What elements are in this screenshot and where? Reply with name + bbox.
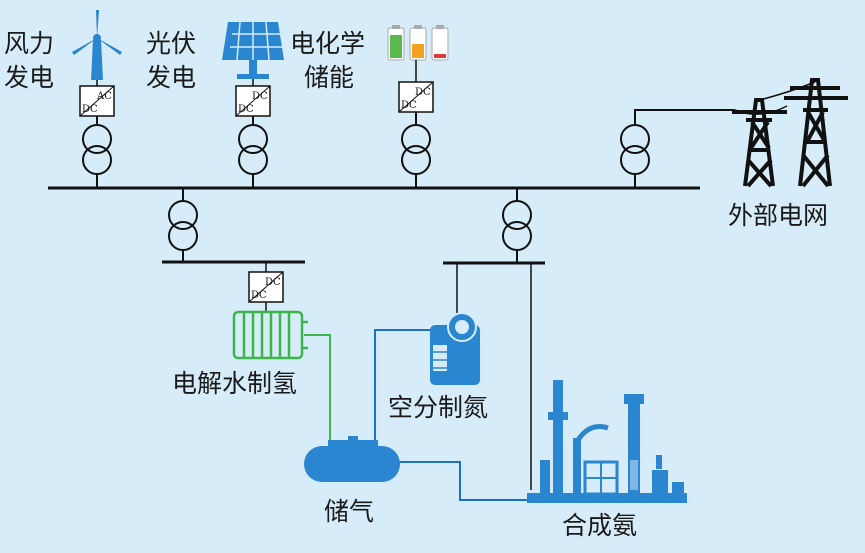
electrolysis-converter-bottom: DC: [251, 290, 267, 301]
solar-panel-icon: [222, 21, 284, 79]
electrolyzer-icon: [232, 310, 308, 360]
battery-converter-top: DC: [415, 87, 431, 98]
wind-converter: AC DC: [79, 85, 115, 117]
label-storage: 储气: [324, 497, 374, 526]
wind-turbine-icon: [72, 10, 122, 80]
label-wind-line2: 发电: [4, 63, 54, 92]
label-electrolysis: 电解水制氢: [172, 369, 297, 398]
battery-converter: DC DC: [398, 81, 434, 113]
pv-converter: DC DC: [235, 85, 271, 117]
electrolysis-converter-top: DC: [265, 277, 281, 288]
label-ammonia: 合成氨: [562, 511, 637, 540]
ammonia-plant-icon: [527, 380, 687, 503]
transmission-tower-icon: [732, 78, 848, 188]
pv-converter-bottom: DC: [238, 104, 254, 115]
label-air-separation: 空分制氮: [388, 393, 488, 422]
battery-icon: [387, 25, 449, 61]
wind-converter-top: AC: [96, 91, 112, 102]
label-battery-line2: 储能: [304, 63, 354, 92]
storage-tank-icon: [304, 436, 400, 482]
label-wind-line1: 风力: [4, 29, 54, 58]
label-grid: 外部电网: [728, 201, 828, 230]
wind-converter-bottom: DC: [82, 104, 98, 115]
electrolysis-converter: DC DC: [248, 271, 284, 303]
air-separation-icon: [430, 312, 480, 385]
pv-converter-top: DC: [252, 91, 268, 102]
label-pv-line1: 光伏: [146, 29, 196, 58]
label-battery-line1: 电化学: [290, 29, 365, 58]
battery-converter-bottom: DC: [401, 100, 417, 111]
label-pv-line2: 发电: [146, 63, 196, 92]
